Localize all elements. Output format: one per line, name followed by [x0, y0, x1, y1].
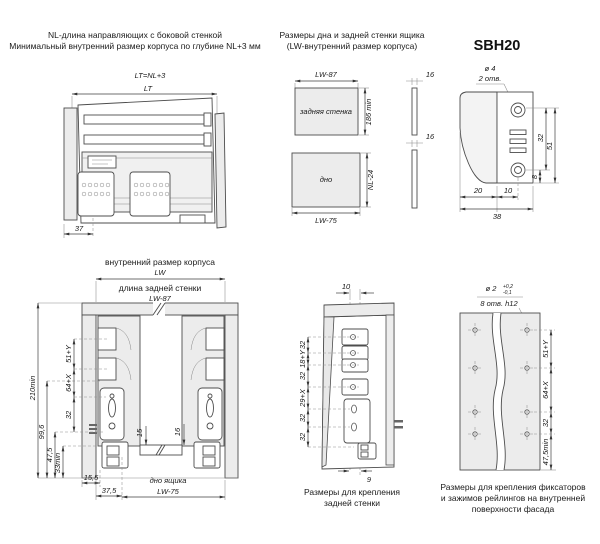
- dim-floor-width: LW-75: [157, 487, 180, 496]
- caption-backwall-2: задней стенки: [324, 498, 380, 508]
- dim-10: 10: [342, 282, 351, 291]
- dim-32: 32: [536, 133, 545, 142]
- panel-top-middle-panels: Размеры дна и задней стенки ящика (LW-вн…: [280, 30, 435, 225]
- note-lw-meaning: (LW-внутренний размер корпуса): [287, 41, 418, 51]
- drawer-profile-left: [89, 315, 141, 469]
- cabinet-side-walls: [63, 107, 227, 229]
- bracket-drawing: [459, 91, 534, 184]
- dim-8: 8: [530, 174, 539, 179]
- mounting-plate-front: [77, 171, 115, 217]
- dim-16: 16: [173, 427, 182, 436]
- dim-lt-formula: LT=NL+3: [135, 71, 167, 80]
- panel-bottom-left-front-view: внутренний размер корпуса LW длина задне…: [28, 257, 239, 500]
- dim-lw-label: LW: [155, 268, 167, 277]
- dim-47-5: 47,5: [45, 447, 54, 462]
- dim-51y: 51+Y: [64, 344, 73, 363]
- panel-top-left-side-view: NL-длина направляющих с боковой стенкой …: [9, 30, 261, 238]
- dim-tol-plus: +0,2: [503, 284, 513, 290]
- note-min-depth: Минимальный внутренний размер корпуса по…: [9, 41, 261, 51]
- panel-bottom-middle-backwall: 10: [298, 282, 403, 508]
- dim-210min: 210min: [28, 376, 37, 402]
- caption-facade-3: поверхности фасада: [472, 504, 555, 514]
- dim-back-height: 186 min: [364, 99, 373, 126]
- caption-facade-2: и зажимов рейлингов на внутренней: [441, 493, 585, 503]
- drawer-side-view: [77, 97, 216, 224]
- brand-logo-plate: [87, 155, 117, 169]
- note-panel-sizes: Размеры дна и задней стенки ящика: [280, 30, 425, 40]
- dim-chain-3: 29+X: [298, 388, 307, 408]
- hole-count-label: 2 отв.: [478, 74, 502, 83]
- dim-15-5: 15,5: [84, 473, 99, 482]
- dim-64x: 64+X: [541, 380, 550, 399]
- drawer-bottom-edge: [139, 444, 183, 456]
- dim-15: 15: [135, 428, 144, 437]
- caption-facade-1: Размеры для крепления фиксаторов: [440, 482, 586, 492]
- dim-chain-0: 32: [298, 340, 307, 349]
- dim-tol-minus: -0,1: [503, 290, 512, 296]
- back-wall-edge-view: [411, 87, 418, 136]
- panel-top-right-bracket: SBH20 ø 4 2 отв. 8 32 51 20 10: [459, 38, 559, 221]
- dim-back-thickness: 16: [426, 70, 435, 79]
- product-title: SBH20: [474, 38, 521, 54]
- drill-holes: [468, 323, 534, 441]
- dim-bottom-height: NL-24: [366, 170, 375, 190]
- bottom-panel-edge-view: [411, 149, 418, 209]
- back-wall-panel: задняя стенка: [294, 87, 359, 136]
- dim-lw87-label: LW-87: [149, 294, 172, 303]
- screw: [347, 334, 359, 432]
- caption-backwall-1: Размеры для крепления: [304, 487, 400, 497]
- dim-33min: 33min: [53, 453, 62, 473]
- dim-99-6: 99,6: [37, 424, 46, 439]
- facade-panel: [459, 312, 541, 471]
- dim-chain-2: 32: [298, 371, 307, 380]
- dim-chain-4: 32: [298, 413, 307, 422]
- drawer-profile-right: [181, 315, 225, 469]
- dim-lt-label: LT: [144, 84, 154, 93]
- note-back-length: длина задней стенки: [119, 283, 202, 293]
- dim-9: 9: [367, 475, 372, 484]
- panel-bottom-right-facade: ø 2 +0,2 -0,1 8 отв. h12: [440, 284, 586, 514]
- back-wall-label: задняя стенка: [299, 107, 352, 116]
- bottom-panel-label: дно: [320, 175, 332, 184]
- dim-chain-5: 32: [298, 432, 307, 441]
- note-nl-length: NL-длина направляющих с боковой стенкой: [48, 30, 222, 40]
- dim-hole-dia: ø 2: [486, 284, 498, 293]
- dim-32-left: 32: [64, 410, 73, 419]
- dim-37: 37: [75, 224, 84, 233]
- dim-47-5min: 47,5min: [541, 439, 550, 466]
- dim-20: 20: [473, 186, 483, 195]
- backwall-side-drawing: [321, 302, 403, 470]
- dim-51: 51: [545, 142, 554, 150]
- floor-label: дно ящика: [150, 476, 187, 485]
- dim-32: 32: [541, 418, 550, 427]
- dim-chain-1: 18+Y: [298, 349, 307, 368]
- hole-diameter-label: ø 4: [485, 64, 496, 73]
- hole-count-label: 8 отв. h12: [480, 299, 518, 308]
- dim-back-width: LW-87: [315, 70, 338, 79]
- mounting-plate-rear: [129, 171, 171, 217]
- dim-bottom-thickness: 16: [426, 132, 435, 141]
- dim-64x: 64+X: [64, 373, 73, 392]
- dim-51y: 51+Y: [541, 339, 550, 358]
- bottom-panel: дно: [291, 152, 361, 208]
- dim-37-5: 37,5: [102, 486, 117, 495]
- note-inner-width: внутренний размер корпуса: [105, 257, 215, 267]
- dim-10: 10: [504, 186, 513, 195]
- cabinet-section: [81, 302, 239, 479]
- dim-38: 38: [493, 212, 502, 221]
- dim-bottom-width: LW-75: [315, 216, 338, 225]
